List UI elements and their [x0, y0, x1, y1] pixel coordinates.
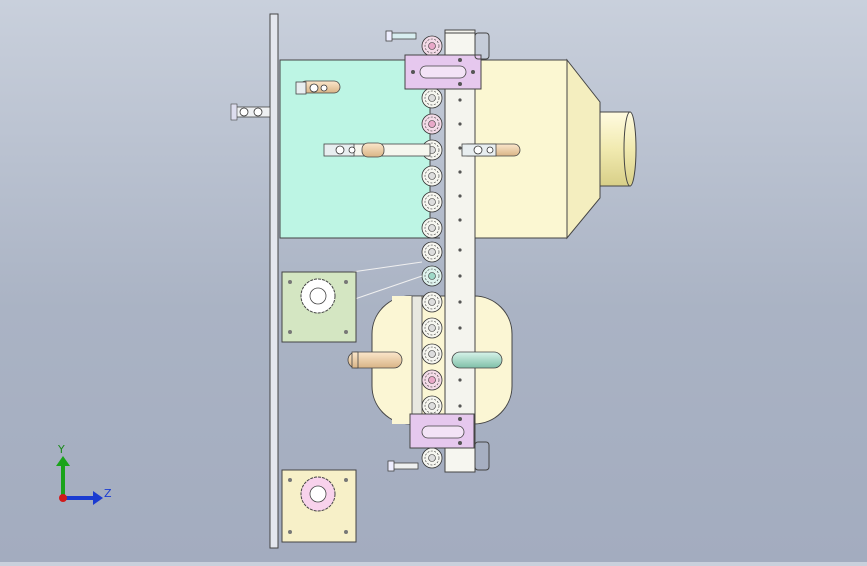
triad-y-label: Y	[57, 443, 65, 456]
pin-left-peach	[347, 351, 403, 369]
actuator-middle-left	[323, 142, 431, 158]
rail-holes	[458, 98, 462, 408]
motor-cream	[281, 469, 357, 543]
motor-green	[281, 271, 357, 343]
actuator-upper	[295, 80, 341, 95]
top-clamp	[404, 32, 490, 90]
bottom-clamp	[409, 413, 490, 473]
bottom-bolt	[387, 460, 419, 472]
nozzle-cylinder	[599, 111, 637, 187]
triad-z-label: Z	[104, 487, 112, 500]
orientation-triad: Y Z	[56, 443, 112, 505]
funnel	[566, 58, 601, 240]
base-plate	[269, 13, 279, 549]
left-valve	[230, 103, 271, 121]
pin-right-teal	[451, 351, 503, 369]
gear-chain	[421, 35, 443, 469]
top-bolt	[385, 30, 417, 42]
actuator-middle-right	[461, 143, 521, 157]
